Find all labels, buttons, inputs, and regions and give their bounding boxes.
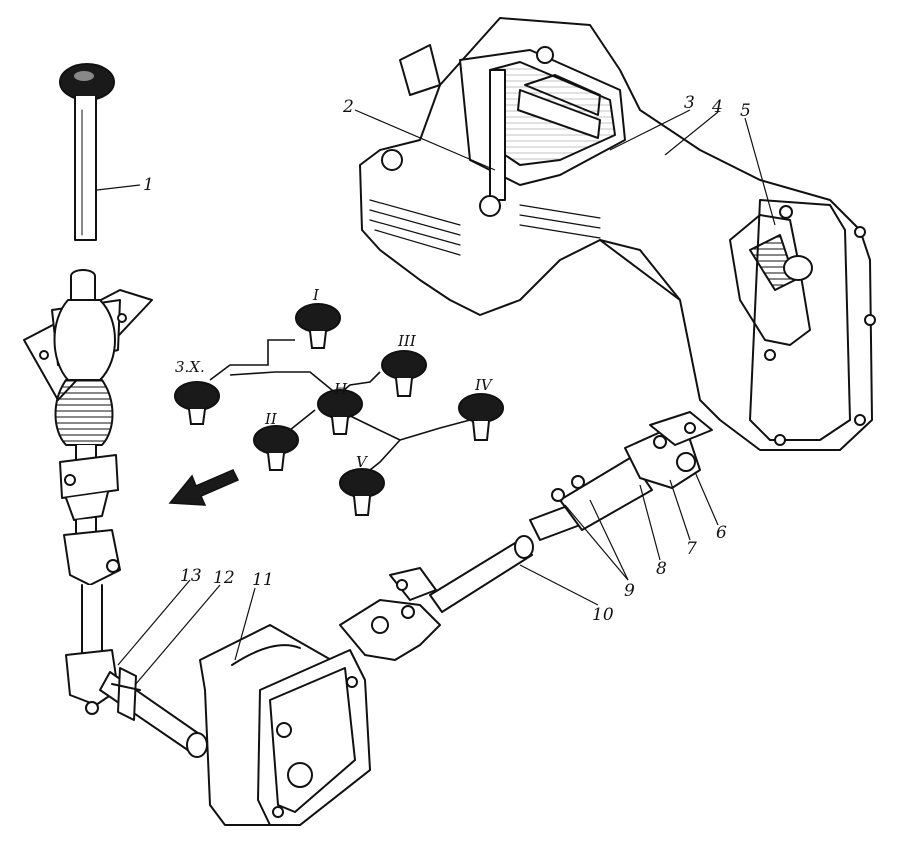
shift-pattern	[174, 303, 504, 516]
knob-neutral	[317, 389, 363, 435]
callout-9: 9	[624, 581, 635, 601]
gear-label-2: II	[264, 410, 278, 428]
gear-label-1: I	[312, 286, 320, 304]
callout-13: 13	[180, 566, 202, 586]
callout-5: 5	[740, 101, 751, 121]
lower-gear-housing	[199, 624, 371, 826]
knob-second	[253, 425, 299, 471]
direction-arrow	[168, 469, 240, 506]
callout-11: 11	[252, 570, 274, 590]
callout-7: 7	[686, 539, 697, 559]
callout-3: 3	[684, 93, 695, 113]
universal-joint-upper	[59, 454, 121, 586]
housing-fins	[369, 199, 601, 256]
lower-horizontal-rod	[99, 667, 208, 758]
callout-12: 12	[213, 568, 235, 588]
gear-label-neutral: Н	[333, 380, 348, 398]
callouts: 1 2 3 4 5 6 7 8 9 10 11 12 13	[143, 93, 751, 625]
knob-third	[381, 350, 427, 397]
callout-6: 6	[716, 523, 727, 543]
gear-label-4: IV	[474, 376, 494, 394]
gear-label-5: V	[356, 453, 369, 471]
gear-labels: 3.X. Н I II III IV V	[175, 286, 494, 471]
universal-joint-upper-right	[624, 411, 713, 489]
lever-mount	[23, 269, 153, 466]
leader-lines	[96, 109, 776, 686]
knob-reverse	[174, 381, 220, 425]
knob-fourth	[458, 393, 504, 441]
callout-2: 2	[342, 97, 354, 117]
universal-joint-lower	[339, 567, 441, 661]
connecting-shaft	[429, 457, 653, 613]
callout-4: 4	[711, 97, 723, 117]
callout-1: 1	[143, 175, 154, 195]
knob-first	[295, 303, 341, 349]
callout-8: 8	[656, 559, 667, 579]
gear-label-3: III	[397, 332, 417, 350]
callout-10: 10	[592, 605, 614, 625]
gear-label-reverse: 3.X.	[175, 358, 205, 376]
knob-fifth	[339, 468, 385, 516]
upper-gearbox	[359, 17, 876, 451]
gearshift-lever	[59, 63, 115, 241]
